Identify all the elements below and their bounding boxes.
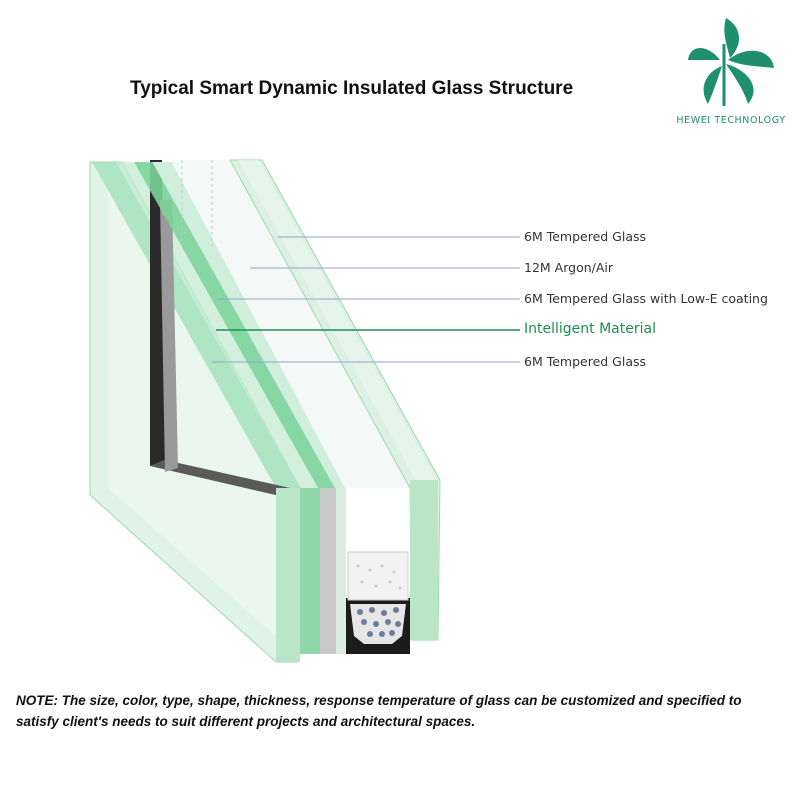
brand: HEWEI TECHNOLOGY [672, 14, 790, 130]
low-e-glass-pane [152, 162, 345, 488]
leaf-b-logo-icon [688, 18, 774, 106]
layer-label-3: 6M Tempered Glass with Low-E coating [524, 291, 768, 306]
glass-structure-diagram [89, 159, 520, 663]
front-pane-section [276, 488, 300, 662]
desiccant-spacer [347, 551, 409, 601]
layer-label-5: 6M Tempered Glass [524, 354, 647, 369]
brand-name: HEWEI TECHNOLOGY [676, 115, 786, 126]
intelligent-material-layer [134, 162, 335, 488]
back-pane-section [410, 480, 438, 640]
layer-label-1: 6M Tempered Glass [524, 229, 647, 244]
page-title: Typical Smart Dynamic Insulated Glass St… [130, 78, 574, 99]
layer-label-2: 12M Argon/Air [524, 260, 614, 275]
argon-air-gap [172, 160, 410, 488]
layer-label-4: Intelligent Material [524, 321, 656, 337]
customization-note: NOTE: The size, color, type, shape, thic… [16, 693, 742, 729]
